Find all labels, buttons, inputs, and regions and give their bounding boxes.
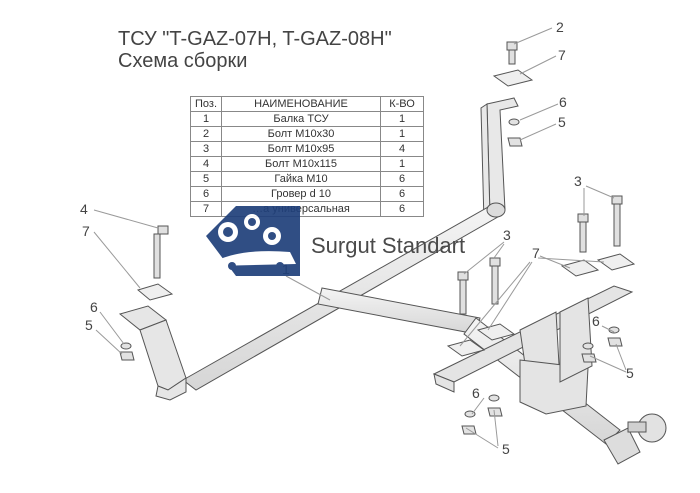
callout-4: 4	[80, 201, 88, 217]
callout-7: 7	[532, 245, 540, 261]
callout-5: 5	[502, 441, 510, 457]
callout-6: 6	[90, 299, 98, 315]
callout-6: 6	[472, 385, 480, 401]
diagram-title: ТСУ "T-GAZ-07H, T-GAZ-08H" Схема сборки	[118, 28, 392, 72]
washer-plates	[136, 69, 636, 357]
leader-lines	[93, 27, 627, 449]
callout-7: 7	[82, 223, 90, 239]
surgut-standart-logo	[206, 206, 300, 276]
callout-7: 7	[558, 47, 566, 63]
bolts	[153, 41, 623, 315]
cell-name: Болт М10х95	[221, 141, 381, 157]
callout-2: 2	[556, 19, 564, 35]
watermark-text: Surgut Standart	[311, 233, 466, 258]
callout-3: 3	[574, 173, 582, 189]
cell-qty: 6	[380, 201, 424, 217]
callout-3: 3	[503, 227, 511, 243]
cell-pos: 7	[190, 201, 222, 217]
subtitle-line: Схема сборки	[118, 50, 248, 72]
callout-5: 5	[85, 317, 93, 333]
right-mount-plate	[432, 285, 634, 415]
callout-5: 5	[558, 114, 566, 130]
title-line: ТСУ "T-GAZ-07H, T-GAZ-08H"	[118, 28, 392, 50]
callout-6: 6	[559, 94, 567, 110]
tow-ball	[603, 413, 667, 465]
nuts-and-washers	[119, 118, 623, 435]
callout-6: 6	[592, 313, 600, 329]
callout-5: 5	[626, 365, 634, 381]
left-bracket	[118, 305, 187, 401]
